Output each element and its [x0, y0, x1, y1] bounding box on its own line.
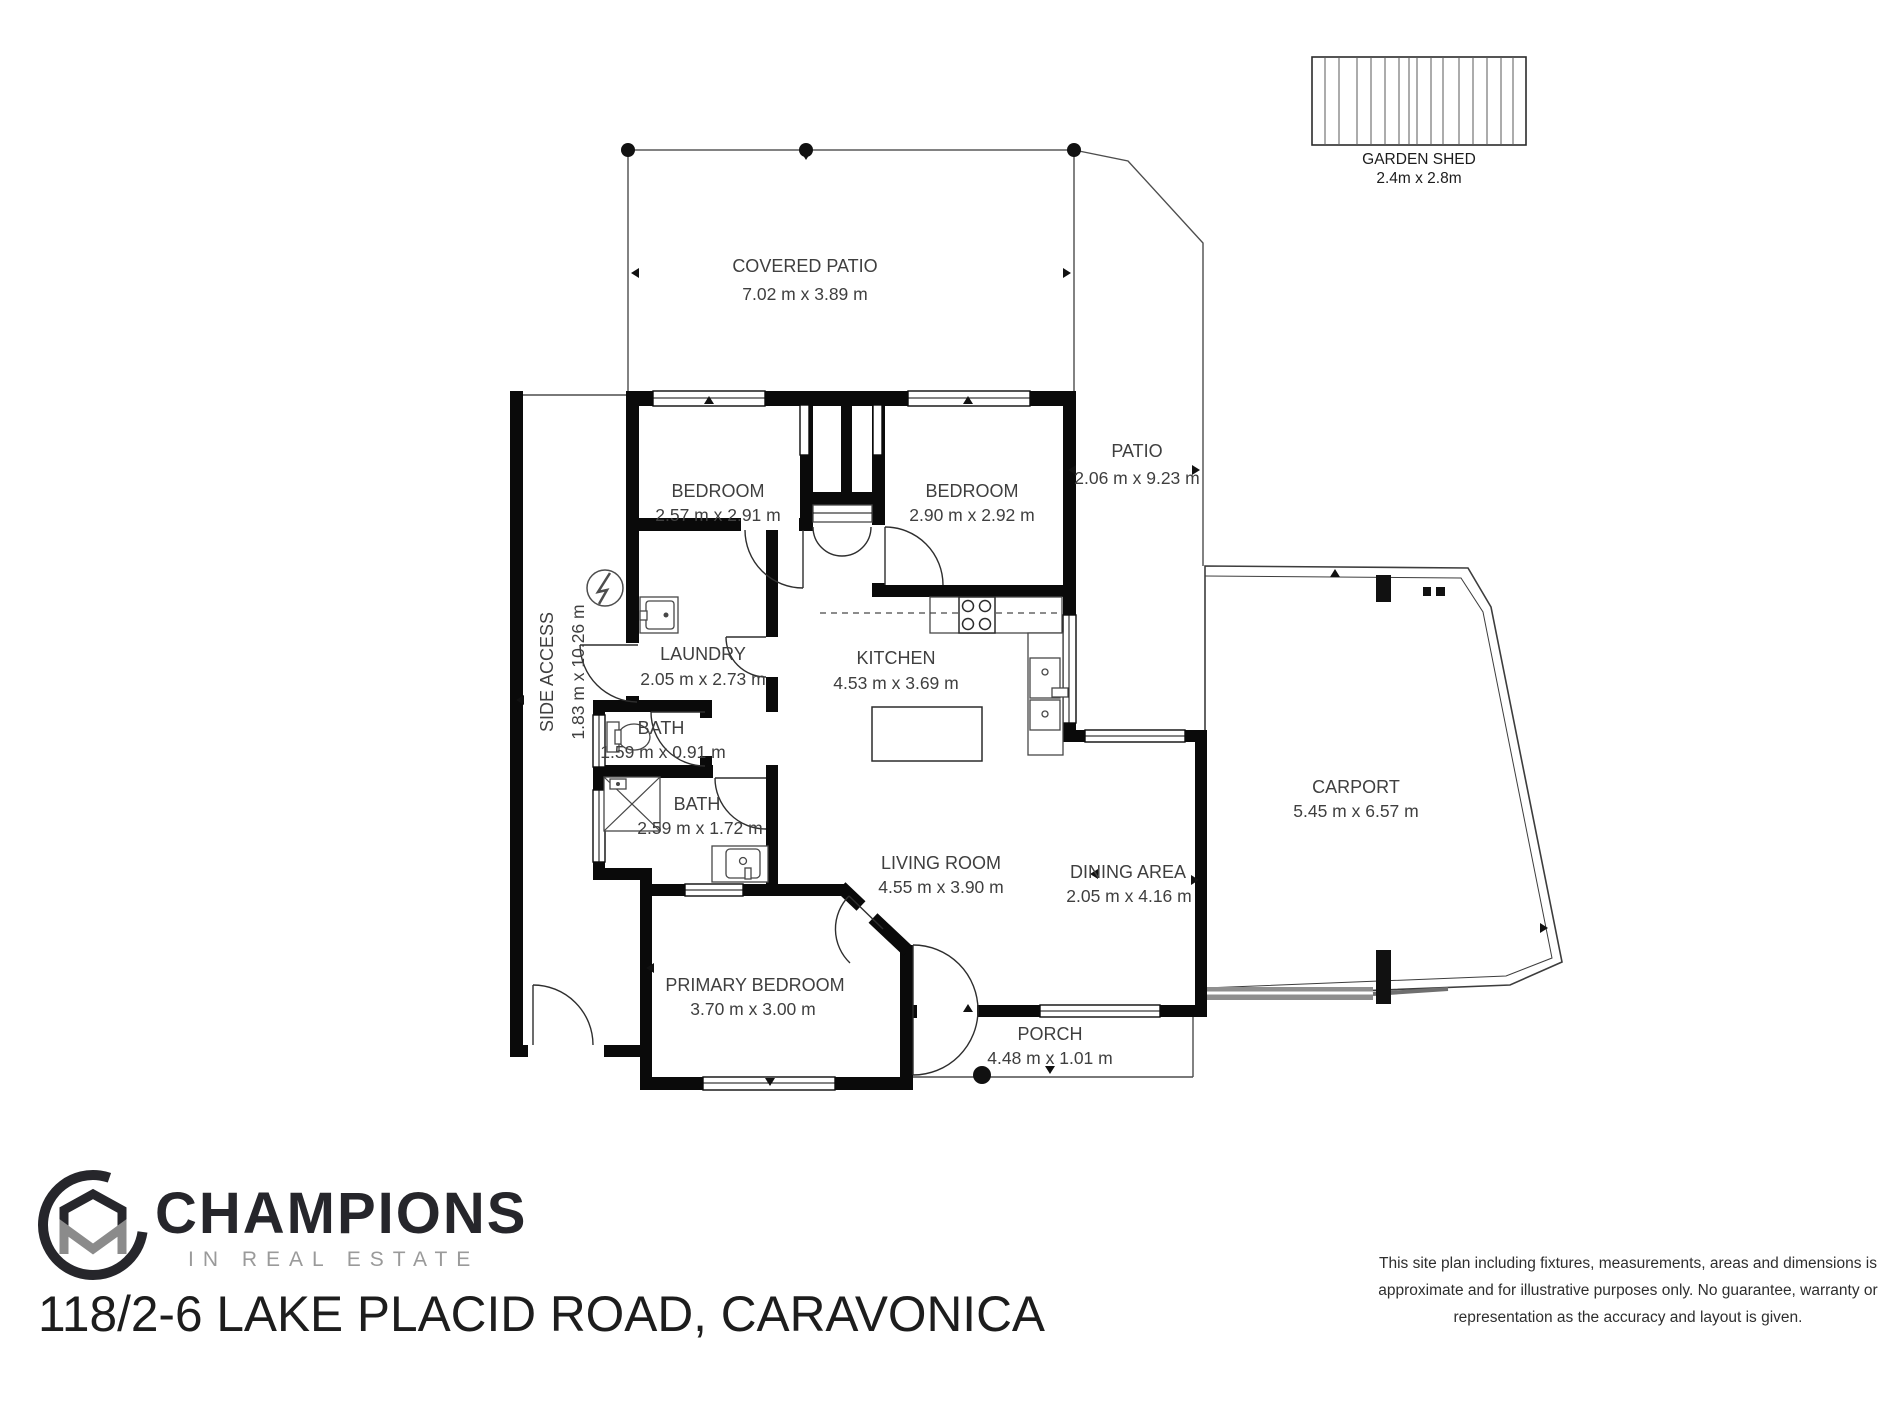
bath2-door — [714, 777, 767, 830]
logo-m-icon — [59, 1219, 127, 1255]
disclaimer: This site plan including fixtures, measu… — [1378, 1255, 1877, 1326]
room-dims-primary-bedroom: 3.70 m x 3.00 m — [690, 999, 815, 1019]
window — [1084, 729, 1186, 743]
room-label-bath-2: BATH — [674, 794, 721, 814]
bedroom2-door — [884, 526, 944, 586]
window — [592, 789, 606, 863]
disclaimer-line-1: This site plan including fixtures, measu… — [1379, 1255, 1877, 1272]
bedroom1-door — [744, 529, 804, 589]
room-label-side-access: SIDE ACCESS — [537, 612, 557, 732]
window — [1062, 614, 1077, 724]
laundry-external-door — [579, 644, 638, 703]
logo-circle-icon — [37, 1170, 148, 1280]
windows — [592, 390, 1186, 1091]
room-label-primary-bedroom: PRIMARY BEDROOM — [665, 975, 844, 995]
brand-name: CHAMPIONS — [155, 1181, 527, 1246]
room-label-porch: PORCH — [1017, 1024, 1082, 1044]
window — [684, 883, 744, 897]
room-dims-laundry: 2.05 m x 2.73 m — [640, 669, 765, 689]
linen-cupboard — [812, 504, 873, 523]
electrical-meter-icon — [586, 569, 624, 607]
room-label-living-room: LIVING ROOM — [881, 853, 1001, 873]
entry-door — [912, 944, 979, 1076]
room-dims-bedroom-1: 2.57 m x 2.91 m — [655, 505, 780, 525]
laundry-hall-door — [725, 636, 767, 678]
room-label-dining-area: DINING AREA — [1070, 862, 1186, 882]
vanity — [711, 845, 769, 883]
room-dims-kitchen: 4.53 m x 3.69 m — [833, 673, 958, 693]
property-address: 118/2-6 LAKE PLACID ROAD, CARAVONICA — [38, 1286, 1046, 1342]
garden-shed-dims: 2.4m x 2.8m — [1376, 170, 1461, 187]
linen-doors — [812, 526, 872, 557]
toilet — [606, 721, 651, 753]
room-label-covered-patio: COVERED PATIO — [732, 256, 877, 276]
kitchen-sink — [1027, 632, 1069, 756]
room-dims-side-access: 1.83 m x 10.26 m — [568, 604, 588, 739]
room-label-bedroom-2: BEDROOM — [925, 481, 1018, 501]
room-labels: COVERED PATIO 7.02 m x 3.89 m PATIO 2.06… — [537, 256, 1419, 1068]
window — [592, 714, 606, 768]
shower — [603, 776, 661, 832]
stove — [958, 596, 996, 634]
doors — [532, 526, 979, 1076]
disclaimer-line-2: approximate and for illustrative purpose… — [1378, 1282, 1877, 1299]
room-dims-carport: 5.45 m x 6.57 m — [1293, 801, 1418, 821]
kitchen-counter — [820, 596, 1063, 634]
room-dims-dining-area: 2.05 m x 4.16 m — [1066, 886, 1191, 906]
room-dims-bedroom-2: 2.90 m x 2.92 m — [909, 505, 1034, 525]
logo-roof-icon — [59, 1188, 127, 1230]
kitchen-island — [871, 706, 983, 762]
window — [1039, 1004, 1161, 1018]
room-dims-bath-2: 2.59 m x 1.72 m — [637, 818, 762, 838]
bath1-door — [650, 711, 706, 767]
brand-logo — [37, 1170, 148, 1280]
angled-walls — [836, 882, 913, 956]
disclaimer-line-3: representation as the accuracy and layou… — [1454, 1309, 1803, 1326]
room-dims-living-room: 4.55 m x 3.90 m — [878, 877, 1003, 897]
room-dims-porch: 4.48 m x 1.01 m — [987, 1048, 1112, 1068]
fixtures — [586, 569, 1069, 883]
room-dims-bath-1: 1.59 m x 0.91 m — [600, 742, 725, 762]
garden-shed: GARDEN SHED 2.4m x 2.8m — [1311, 56, 1527, 187]
laundry-tub — [639, 596, 679, 634]
tick-marks — [516, 152, 1548, 1086]
room-label-carport: CARPORT — [1312, 777, 1400, 797]
room-label-bedroom-1: BEDROOM — [671, 481, 764, 501]
room-dims-patio: 2.06 m x 9.23 m — [1074, 468, 1199, 488]
room-label-patio: PATIO — [1111, 441, 1162, 461]
brand-tagline: IN REAL ESTATE — [188, 1248, 479, 1271]
robe-slider — [872, 404, 883, 456]
room-label-laundry: LAUNDRY — [660, 644, 746, 664]
room-label-kitchen: KITCHEN — [856, 648, 935, 668]
room-dims-covered-patio: 7.02 m x 3.89 m — [742, 284, 867, 304]
primary-bedroom-door — [834, 895, 884, 964]
garden-shed-label: GARDEN SHED — [1362, 151, 1476, 168]
room-label-bath-1: BATH — [638, 718, 685, 738]
side-access-gate — [532, 984, 594, 1046]
robe-slider — [799, 404, 810, 456]
